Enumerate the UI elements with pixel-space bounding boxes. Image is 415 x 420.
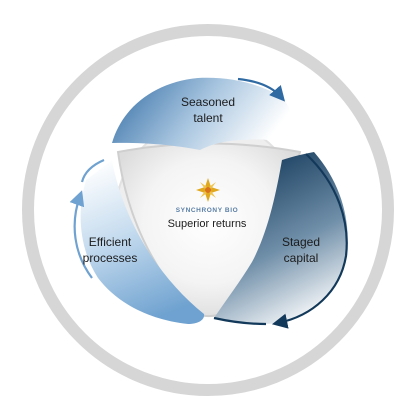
segment-label-line: Staged	[281, 235, 321, 249]
segment-label-line: Efficient	[88, 235, 132, 249]
flower-logo-icon	[196, 178, 220, 202]
segment-edge-line	[80, 158, 105, 183]
segment-label-efficient-processes: Efficient processes	[55, 234, 165, 266]
cycle-arrow-icon	[271, 153, 348, 329]
segment-staged-capital	[214, 152, 348, 325]
segment-label-line: Seasoned	[180, 95, 236, 109]
cycle-arrow-icon	[69, 190, 93, 279]
segment-label-line: capital	[283, 251, 319, 265]
segment-label-line: processes	[82, 251, 138, 265]
center-label: Superior returns	[167, 218, 247, 230]
segment-label-seasoned-talent: Seasoned talent	[148, 94, 268, 126]
segment-seasoned-talent	[112, 77, 300, 150]
cycle-arrow-icon	[237, 77, 286, 102]
brand-name: SYNCHRONY BIO	[175, 207, 239, 214]
segment-label-staged-capital: Staged capital	[246, 234, 356, 266]
segment-efficient-processes	[80, 160, 205, 324]
segment-edge-line	[213, 316, 267, 326]
segment-label-line: talent	[193, 111, 223, 125]
